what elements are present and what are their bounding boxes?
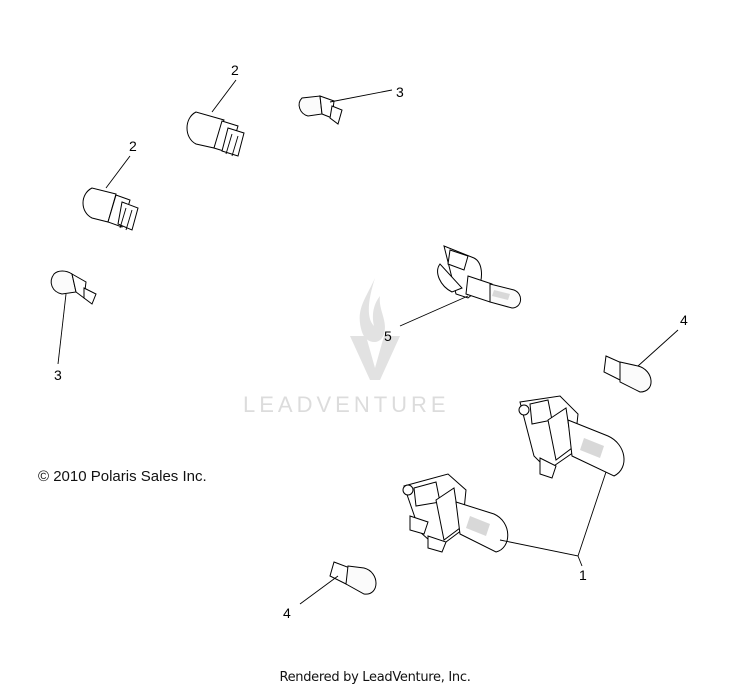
rendered-by-footer: Rendered by LeadVenture, Inc. <box>279 670 471 685</box>
watermark-text: LEADVENTURE <box>243 392 450 417</box>
leader-line-2-left <box>105 155 131 189</box>
bulb-5 <box>437 245 521 309</box>
callout-5: 5 <box>384 328 392 344</box>
bulb-1-lower <box>402 473 509 553</box>
callout-2-top: 2 <box>231 62 239 78</box>
leadventure-logo-icon <box>350 278 400 380</box>
callout-1: 1 <box>579 567 587 583</box>
leader-line-4-right <box>637 329 679 367</box>
leader-line-5 <box>399 295 469 327</box>
callout-3-top: 3 <box>396 84 404 100</box>
bulb-1-upper <box>518 395 625 479</box>
bulb-3-top <box>298 95 343 125</box>
bulb-4-bottom <box>329 561 377 595</box>
leader-line-4-bottom <box>299 575 339 605</box>
copyright-text: © 2010 Polaris Sales Inc. <box>38 468 207 485</box>
callout-3-left: 3 <box>54 367 62 383</box>
leader-line-3-left <box>57 293 67 365</box>
callout-4-bottom: 4 <box>283 605 291 621</box>
leader-line-2-top <box>211 79 237 113</box>
bulb-3-left <box>50 270 97 305</box>
leader-line-1-stub <box>577 555 583 567</box>
bulb-2-top <box>186 111 245 157</box>
callout-4-right: 4 <box>680 312 688 328</box>
leader-line-1 <box>499 471 607 557</box>
bulb-2-left <box>82 187 139 231</box>
callout-2-left: 2 <box>129 138 137 154</box>
bulb-4-right <box>603 355 652 393</box>
leader-line-3-top <box>329 89 393 103</box>
